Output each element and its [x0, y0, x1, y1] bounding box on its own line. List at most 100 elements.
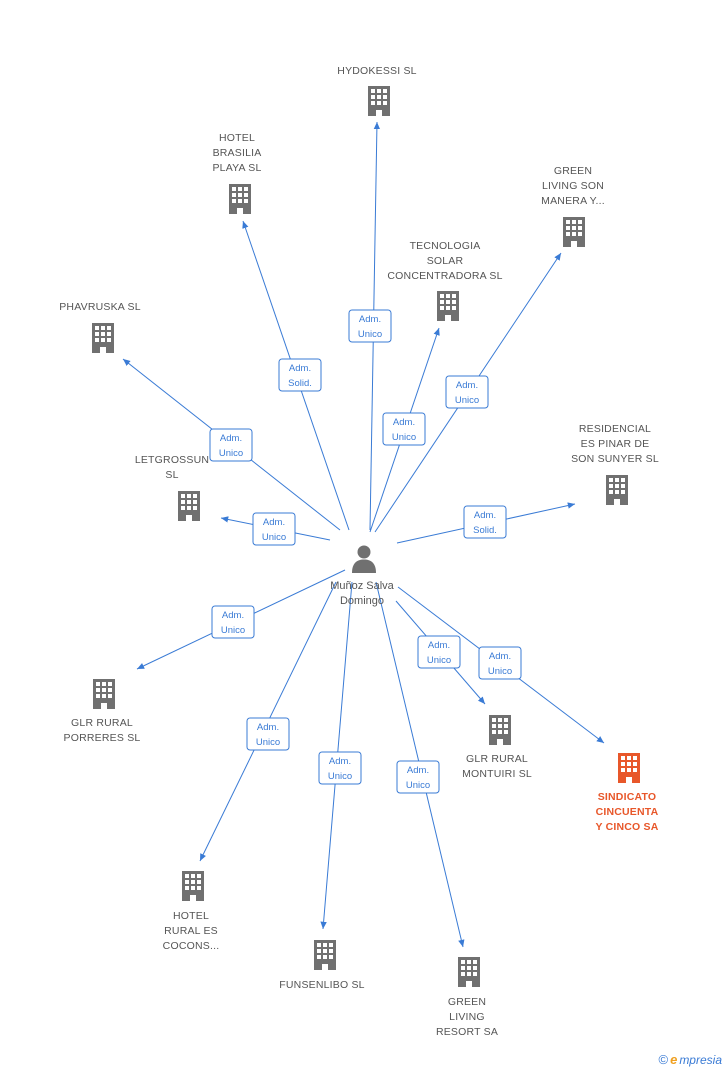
company-name-line: SL — [165, 469, 178, 481]
company-name-line: HYDOKESSI SL — [337, 65, 416, 77]
relation-box-phavruska[interactable]: Adm. Unico — [209, 428, 253, 462]
company-name-line: CINCUENTA — [596, 806, 659, 818]
relation-role-line: Adm. — [359, 314, 381, 325]
relation-role-line: Unico — [358, 329, 382, 340]
relation-role-line: Unico — [392, 432, 416, 443]
company-name-line: ES PINAR DE — [581, 438, 650, 450]
company-name-line: TECNOLOGIA — [410, 240, 481, 252]
building-icon — [93, 679, 115, 709]
company-node-glr-montuiri[interactable]: GLR RURAL MONTUIRI SL — [462, 715, 532, 780]
relation-role-line: Solid. — [288, 378, 312, 389]
brand-name: mpresia — [679, 1052, 722, 1067]
relation-role-line: Unico — [256, 737, 280, 748]
company-name-line: SINDICATO — [598, 791, 657, 803]
company-node-sindicato[interactable]: SINDICATO CINCUENTA Y CINCO SA — [595, 753, 659, 833]
company-node-green-living-resort[interactable]: GREEN LIVING RESORT SA — [436, 957, 498, 1038]
company-name-line: RURAL ES — [164, 925, 218, 937]
building-icon — [563, 217, 585, 247]
relation-role-line: Adm. — [489, 651, 511, 662]
relation-role-line: Solid. — [473, 525, 497, 536]
relation-role-line: Adm. — [474, 510, 496, 521]
relation-box-letgrossun[interactable]: Adm.Unico — [252, 512, 296, 546]
company-node-phavruska[interactable]: PHAVRUSKA SL — [59, 301, 141, 353]
relation-role-line: Unico — [488, 666, 512, 677]
company-name-line: BRASILIA — [213, 147, 262, 159]
company-node-residencial[interactable]: RESIDENCIAL ES PINAR DE SON SUNYER SL — [571, 423, 659, 505]
relation-role-line: Adm. — [393, 417, 415, 428]
company-node-hotel-rural[interactable]: HOTEL RURAL ES COCONS... — [163, 871, 220, 952]
company-node-hotel-brasilia[interactable]: HOTEL BRASILIA PLAYA SL — [212, 132, 261, 214]
person-icon — [352, 545, 376, 573]
company-name-line: GLR RURAL — [71, 717, 133, 729]
company-name-line: COCONS... — [163, 940, 220, 952]
building-icon — [178, 491, 200, 521]
relation-box-residencial[interactable]: Adm. Solid. — [463, 505, 507, 539]
building-icon — [92, 323, 114, 353]
building-icon — [182, 871, 204, 901]
relation-role-line: Adm. — [257, 722, 279, 733]
relation-box-glr-porreres[interactable]: Adm. Unico — [211, 605, 255, 639]
company-name-line: GREEN — [448, 996, 486, 1008]
building-icon — [618, 753, 640, 783]
company-name-line: LIVING SON — [542, 180, 604, 192]
company-name-line: CONCENTRADORA SL — [387, 270, 502, 282]
company-name-line: RESIDENCIAL — [579, 423, 651, 435]
relation-box-hotel-brasilia[interactable]: Adm. Solid. — [278, 358, 322, 392]
building-icon — [458, 957, 480, 987]
relation-boxes-layer: Adm.UnicoAdm.Solid.Adm.UnicoAdm.UnicoAdm… — [209, 309, 522, 794]
relation-role-line: Adm. — [289, 363, 311, 374]
relation-role-line: Unico — [455, 395, 479, 406]
relation-role-line: Adm. — [329, 756, 351, 767]
relation-box-tecnologia-solar[interactable]: Adm. Unico — [382, 412, 426, 446]
company-node-funsenlibo[interactable]: FUNSENLIBO SL — [279, 940, 365, 991]
relation-role-line: Unico — [219, 448, 243, 459]
edges-layer — [122, 121, 605, 948]
building-icon — [368, 86, 390, 116]
relation-box-funsenlibo[interactable]: Adm.Unico — [318, 751, 362, 785]
company-name-line: MONTUIRI SL — [462, 768, 532, 780]
company-name-line: RESORT SA — [436, 1026, 498, 1038]
company-name-line: HOTEL — [219, 132, 255, 144]
company-name-line: SON SUNYER SL — [571, 453, 659, 465]
relation-box-glr-montuiri[interactable]: Adm.Unico — [417, 635, 461, 669]
company-node-hydokessi[interactable]: HYDOKESSI SL — [337, 65, 417, 116]
relation-role-line: Adm. — [428, 640, 450, 651]
relation-role-line: Adm. — [407, 765, 429, 776]
copyright-symbol: © — [658, 1052, 669, 1067]
nodes-layer: HYDOKESSI SL HOTEL BRASILIA PLAYA SL GREEN LI… — [59, 65, 659, 1038]
relation-role-line: Adm. — [263, 517, 285, 528]
company-name-line: LIVING — [449, 1011, 485, 1023]
company-name-line: LETGROSSUN — [135, 454, 209, 466]
center-name-line: Domingo — [340, 595, 384, 607]
company-name-line: GLR RURAL — [466, 753, 528, 765]
building-icon — [489, 715, 511, 745]
relation-box-hotel-rural[interactable]: Adm. Unico — [246, 717, 290, 751]
center-name-line: Muñoz Salva — [330, 580, 394, 592]
relation-box-hydokessi[interactable]: Adm. Unico — [348, 309, 392, 343]
company-name-line: PLAYA SL — [212, 162, 261, 174]
company-node-letgrossun[interactable]: LETGROSSUN SL — [135, 454, 209, 521]
relation-box-green-living-resort[interactable]: Adm. Unico — [396, 760, 440, 794]
relation-role-line: Unico — [221, 625, 245, 636]
relation-role-line: Adm. — [220, 433, 242, 444]
building-icon — [606, 475, 628, 505]
company-name-line: PHAVRUSKA SL — [59, 301, 141, 313]
company-name-line: FUNSENLIBO SL — [279, 979, 364, 991]
company-name-line: MANERA Y... — [541, 195, 605, 207]
company-node-green-living-son[interactable]: GREEN LIVING SON MANERA Y... — [541, 165, 605, 247]
brand-logo-e: e — [670, 1052, 678, 1067]
company-name-line: GREEN — [554, 165, 592, 177]
relation-role-line: Unico — [406, 780, 430, 791]
company-name-line: Y CINCO SA — [595, 821, 658, 833]
building-icon — [437, 291, 459, 321]
relation-role-line: Adm. — [456, 380, 478, 391]
relation-role-line: Adm. — [222, 610, 244, 621]
relation-box-green-living-son[interactable]: Adm. Unico — [445, 375, 489, 409]
relation-box-sindicato[interactable]: Adm. Unico — [478, 646, 522, 680]
company-name-line: HOTEL — [173, 910, 209, 922]
